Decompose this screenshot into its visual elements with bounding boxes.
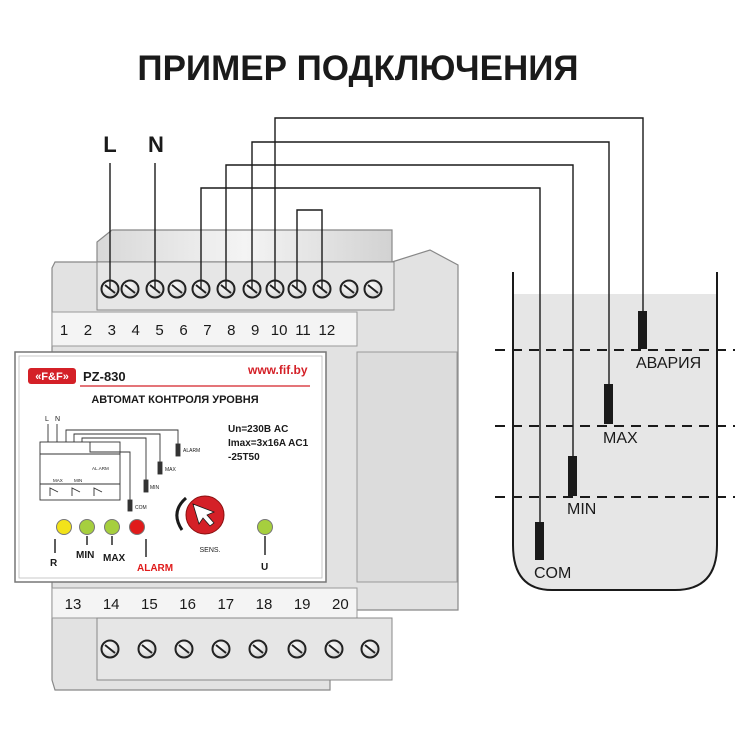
probe-alarm [638,311,647,349]
knob-label: SENS. [199,547,220,554]
model-name: PZ-830 [83,369,126,384]
terminal-number-6: 6 [179,322,187,339]
knob-pointer-icon [192,503,216,527]
tank: АВАРИЯ MAX MIN COM [495,272,735,591]
terminal-number-4: 4 [132,322,140,339]
svg-text:ALARM: ALARM [183,448,200,454]
svg-text:N: N [55,416,60,423]
led-r [56,519,72,535]
panel-header: «F&F» PZ-830 www.fif.by АВТОМАТ КОНТРОЛЯ… [28,363,310,406]
wiring [109,117,644,522]
terminal-number-15: 15 [141,596,158,613]
terminal-number-11: 11 [295,322,311,339]
svg-text:MAX: MAX [165,467,177,473]
probe-alarm-label: АВАРИЯ [636,355,701,372]
terminal-number-10: 10 [271,322,288,339]
bottom-terminal-screws [100,639,380,659]
led-min [79,519,95,535]
terminal-number-5: 5 [155,322,163,339]
led-u-label: U [261,562,268,573]
probe-max [604,384,613,424]
svg-text:AL.ARM: AL.ARM [92,466,109,471]
bottom-terminal-strip [51,587,358,619]
terminal-number-14: 14 [103,596,120,613]
mini-device-box [39,441,121,501]
terminal-number-8: 8 [227,322,235,339]
terminal-screw-17 [248,639,268,659]
led-max [104,519,120,535]
spec-text: Un=230В AC Imax=3x16A AC1 -25T50 [228,424,309,463]
tank-outline [512,272,718,591]
led-min-label: MIN [76,550,94,561]
led-max-label: MAX [103,553,126,564]
svg-text:MIN: MIN [74,478,82,483]
terminal-screw-13 [100,639,120,659]
led-alarm [129,519,145,535]
top-terminal-screws [100,279,383,299]
device-top-block [96,229,393,263]
wire-max-probe [251,141,610,384]
terminal-number-9: 9 [251,322,259,339]
terminal-number-17: 17 [217,596,234,613]
svg-text:COM: COM [135,505,147,511]
terminal-number-12: 12 [319,322,336,339]
terminal-number-13: 13 [65,596,82,613]
wire-bridge [296,209,323,289]
svg-text:MAX: MAX [53,478,63,483]
tank-water [513,294,717,590]
website: www.fif.by [247,363,308,377]
page-title: ПРИМЕР ПОДКЛЮЧЕНИЯ [137,49,578,88]
svg-text:L: L [45,416,49,423]
terminal-screw-16 [211,639,231,659]
terminal-screw-15 [174,639,194,659]
probe-com-label: COM [534,565,571,582]
terminal-screw-2 [120,279,140,299]
mini-schematic [39,424,181,512]
terminal-number-18: 18 [256,596,273,613]
mini-schematic-labels: L N ALARM MAX MIN COM MAX MIN AL.ARM [45,416,200,511]
neutral-label: N [148,132,164,157]
terminal-number-2: 2 [84,322,92,339]
led-u [257,519,273,535]
terminal-screw-14 [137,639,157,659]
brand-logo [28,368,76,384]
led-alarm-label: ALARM [137,563,173,574]
terminal-number-19: 19 [294,596,311,613]
terminal-number-20: 20 [332,596,349,613]
led-r-label: R [50,558,58,569]
terminal-screw-12 [363,279,383,299]
terminal-screw-19 [324,639,344,659]
svg-text:MIN: MIN [150,485,160,491]
device-front-panel [14,351,327,583]
terminal-number-3: 3 [108,322,116,339]
probe-min-label: MIN [567,501,596,518]
device-name: АВТОМАТ КОНТРОЛЯ УРОВНЯ [91,394,258,406]
terminal-number-16: 16 [179,596,196,613]
spec-voltage: Un=230В AC [228,424,288,435]
sensitivity-knob[interactable] [175,495,225,535]
wire-com-probe [200,187,541,522]
terminal-screw-11 [339,279,359,299]
brand-logo-text: «F&F» [35,371,69,383]
spec-current: Imax=3x16A AC1 [228,438,309,449]
probe-com [535,522,544,560]
top-terminal-strip [51,311,358,347]
probe-max-label: MAX [603,430,638,447]
probe-min [568,456,577,496]
terminal-number-7: 7 [203,322,211,339]
terminal-screw-18 [287,639,307,659]
terminal-number-1: 1 [60,322,68,339]
terminal-screw-20 [360,639,380,659]
wire-alarm-probe [274,117,644,311]
terminal-screw-4 [167,279,187,299]
led-indicators: R MIN MAX ALARM U [50,519,273,574]
bottom-terminal-numbers: 13 14 15 16 17 18 19 20 [65,596,349,613]
wire-min-probe [225,164,574,456]
spec-temperature: -25T50 [228,452,260,463]
line-label: L [103,132,116,157]
